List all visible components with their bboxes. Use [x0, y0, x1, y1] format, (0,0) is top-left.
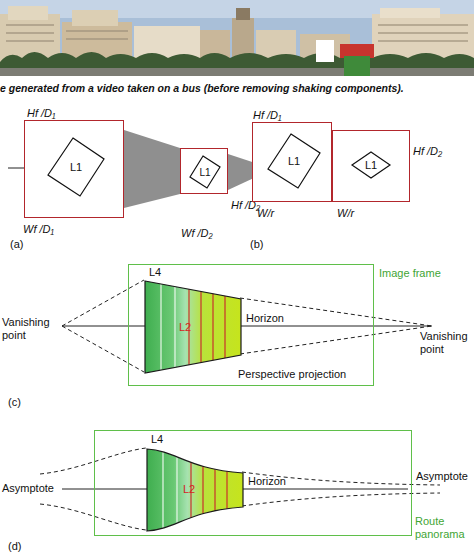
dimension-label: Hf /D₂ [413, 145, 442, 158]
asymptote-lines [40, 448, 440, 530]
line-label: L2 [179, 321, 191, 334]
dimension-label: W/r [257, 207, 274, 220]
panel-label: (a) [10, 238, 23, 251]
asymptote-label: Asymptote [2, 482, 54, 495]
panorama-box: Hf /D₁W/rL1 [252, 122, 332, 202]
panel-label: (c) [8, 396, 21, 409]
object-label: L1 [267, 133, 321, 189]
dimension-label: Wf /D₂ [181, 227, 213, 240]
dimension-label: Wf /D₁ [23, 223, 54, 236]
distant-box: Hf /D₂Wf /D₂L1 [180, 148, 228, 194]
object-label: L1 [189, 155, 221, 189]
panel-label: (d) [8, 540, 21, 553]
line-label: L4 [151, 433, 163, 446]
horizon-label: Horizon [246, 312, 284, 325]
object-diamond: L1 [47, 137, 105, 197]
object-diamond: L1 [189, 155, 221, 189]
vanishing-point-label: Vanishing point [2, 316, 60, 342]
magnified-box: Hf /D₁Wf /D₁L1 [24, 120, 124, 218]
dimension-label: Hf /D₁ [253, 109, 282, 122]
line-label: L4 [149, 266, 161, 279]
vanishing-point-label: Vanishing point [420, 330, 474, 356]
frame-label: Image frame [379, 267, 441, 280]
figure-caption: e generated from a video taken on a bus … [0, 82, 404, 95]
projection-band [124, 130, 180, 208]
object-diamond: L1 [267, 133, 321, 189]
panorama-photo [0, 0, 474, 76]
panel-label: (b) [250, 238, 263, 251]
horizon-label: Horizon [248, 475, 286, 488]
perspective-lines [62, 280, 432, 372]
panorama-box: Hf /D₂W/rL1 [332, 130, 410, 202]
line-label: L2 [183, 483, 195, 496]
asymptote-label: Asymptote [416, 470, 468, 483]
object-diamond: L1 [351, 151, 391, 179]
object-label: L1 [351, 151, 391, 179]
object-label: L1 [47, 137, 105, 197]
dimension-label: W/r [337, 207, 354, 220]
scene-band: L4L2 [147, 447, 243, 533]
projection-label: Perspective projection [238, 368, 346, 381]
frame-label: Route panorama [415, 515, 473, 541]
image-frame: Image frameL4L2 [128, 264, 374, 386]
scene-band: L4L2 [145, 279, 245, 375]
dimension-label: Hf /D₁ [27, 107, 56, 120]
band-shape [145, 279, 245, 375]
